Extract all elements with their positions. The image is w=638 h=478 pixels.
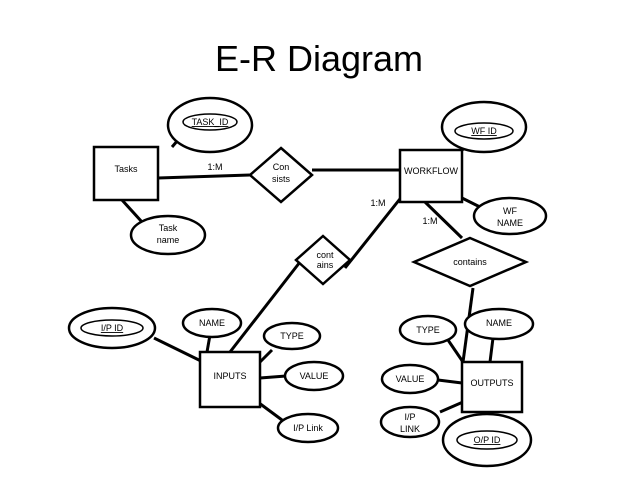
entity-inputs: INPUTS [198, 350, 262, 409]
attribute-inputs-type: TYPE [262, 321, 322, 351]
entity-outputs-label: OUTPUTS [470, 378, 513, 388]
attribute-op-id-label: O/P ID [474, 435, 501, 445]
attribute-wf-name-line1: WF [503, 206, 517, 216]
attribute-wf-id: WF ID [440, 100, 528, 154]
attribute-outputs-type-label: TYPE [416, 325, 440, 335]
cardinality-workflow-contains-inputs: 1:M [370, 198, 385, 208]
attribute-ip-id-label: I/P ID [101, 323, 124, 333]
attribute-op-link-line1: I/P [404, 412, 415, 422]
line-outputs-type [446, 339, 465, 363]
cardinality-tasks-consists: 1:M [207, 162, 222, 172]
line-workflow-contains [423, 200, 464, 240]
relationship-contains-inputs: cont ains [294, 234, 352, 286]
entity-workflow-label: WORKFLOW [404, 166, 459, 176]
line-inputs-type [258, 348, 274, 364]
attribute-inputs-type-label: TYPE [280, 331, 304, 341]
attribute-outputs-value-label: VALUE [396, 374, 425, 384]
entity-tasks: Tasks [92, 145, 160, 202]
attribute-outputs-type: TYPE [398, 314, 458, 346]
attribute-wf-name: WF NAME [472, 196, 548, 236]
attribute-ip-link: I/P Link [276, 412, 340, 444]
relationship-consists-line1: Con [273, 162, 290, 172]
attribute-task-name-line1: Task [159, 223, 178, 233]
attribute-outputs-value: VALUE [380, 363, 440, 395]
attribute-task-id: TASK_ID [166, 96, 254, 154]
line-containsinputs-inputs [228, 261, 302, 353]
entity-outputs: OUTPUTS [460, 360, 524, 414]
relationship-contains-inputs-line2: ains [317, 260, 334, 270]
line-inputs-value [259, 374, 287, 380]
cardinality-workflow-contains-outputs: 1:M [422, 216, 437, 226]
attribute-outputs-name-label: NAME [486, 318, 512, 328]
attribute-inputs-name: NAME [181, 307, 243, 339]
attribute-ip-link-label: I/P Link [293, 423, 323, 433]
line-outputs-value [437, 378, 463, 385]
attribute-task-name: Task name [129, 214, 207, 256]
line-outputs-name [488, 337, 495, 363]
attribute-task-id-label: TASK_ID [192, 117, 229, 127]
attribute-op-link: I/P LINK [379, 405, 441, 439]
relationship-contains-outputs: contains [410, 236, 530, 288]
relationship-consists-line2: sists [272, 174, 291, 184]
attribute-inputs-value-label: VALUE [300, 371, 329, 381]
attribute-ip-id: I/P ID [67, 306, 157, 350]
attribute-wf-name-line2: NAME [497, 218, 523, 228]
line-tasks-consists [157, 173, 251, 180]
line-inputs-ipid [153, 336, 204, 364]
page-title: E-R Diagram [214, 38, 424, 79]
relationship-contains-inputs-line1: cont [316, 250, 334, 260]
attribute-task-name-line2: name [157, 235, 180, 245]
relationship-consists: Con sists [248, 146, 314, 204]
attribute-outputs-name: NAME [463, 307, 535, 341]
attribute-op-id: O/P ID [441, 412, 533, 468]
attribute-inputs-name-label: NAME [199, 318, 225, 328]
attribute-op-link-line2: LINK [400, 424, 420, 434]
entity-workflow: WORKFLOW [398, 148, 464, 204]
attribute-wf-id-label: WF ID [471, 126, 497, 136]
attribute-inputs-value: VALUE [283, 360, 345, 392]
line-outputs-oplink [439, 400, 464, 414]
relationship-contains-outputs-label: contains [453, 257, 487, 267]
line-tasks-taskname [120, 198, 144, 224]
entity-inputs-label: INPUTS [213, 371, 246, 381]
entity-tasks-label: Tasks [114, 164, 138, 174]
